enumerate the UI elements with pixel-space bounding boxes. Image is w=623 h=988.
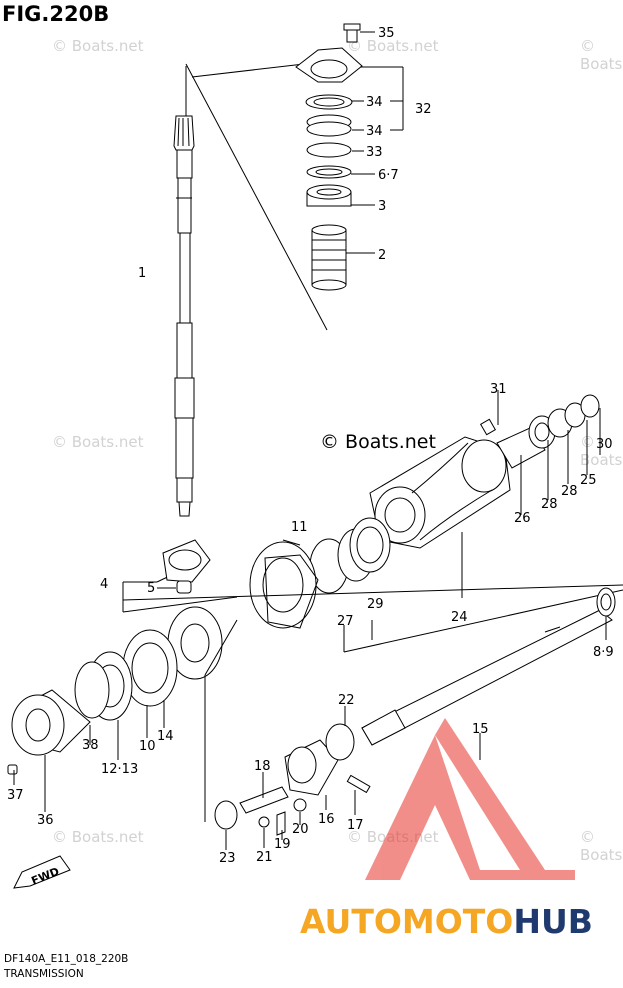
callout-label: 34 xyxy=(366,95,383,110)
callout-label: 37 xyxy=(7,788,24,803)
callout-leaders-right xyxy=(497,390,601,515)
callout-label: 6·7 xyxy=(378,168,399,183)
callout-label: 14 xyxy=(157,729,174,744)
brand-logo-icon xyxy=(365,718,575,880)
callout-label: 5 xyxy=(147,581,155,596)
watermark-center: © Boats.net xyxy=(320,431,436,453)
callout-label: 28 xyxy=(541,497,558,512)
figure-subtitle: TRANSMISSION xyxy=(4,968,84,980)
callout-leaders-bottom xyxy=(225,706,481,850)
callout-label: 28 xyxy=(561,484,578,499)
callout-label: 3 xyxy=(378,199,386,214)
callout-leaders-left xyxy=(13,619,238,822)
callout-label: 26 xyxy=(514,511,531,526)
figure-code: DF140A_E11_018_220B xyxy=(4,953,129,965)
callout-label: 11 xyxy=(291,520,308,535)
watermark: © Boats.net xyxy=(52,828,144,846)
callout-label: 1 xyxy=(138,266,146,281)
callout-label: 34 xyxy=(366,124,383,139)
assembly-lines xyxy=(122,532,623,653)
watermark: © Boats.net xyxy=(580,37,623,73)
callout-label: 2 xyxy=(378,248,386,263)
watermark: © Boats.net xyxy=(52,433,144,451)
callout-label: 22 xyxy=(338,693,355,708)
watermark: © Boats.net xyxy=(52,37,144,55)
drive-shaft xyxy=(173,115,195,517)
callout-label: 30 xyxy=(596,437,613,452)
clutch-dog xyxy=(214,723,371,836)
callout-label: 10 xyxy=(139,739,156,754)
callout-label: 38 xyxy=(82,738,99,753)
propeller-shaft xyxy=(361,587,616,746)
callout-label: 23 xyxy=(219,851,236,866)
callout-label: 27 xyxy=(337,614,354,629)
callout-label: 21 xyxy=(256,850,273,865)
callout-label: 8·9 xyxy=(593,645,614,660)
pinion-gear xyxy=(162,539,211,594)
callout-label: 25 xyxy=(580,473,597,488)
leader-lines xyxy=(185,63,328,331)
callout-label: 31 xyxy=(490,382,507,397)
callout-label: 16 xyxy=(318,812,335,827)
callout-label: 12·13 xyxy=(101,762,138,777)
watermark: © Boats.net xyxy=(347,37,439,55)
brand-part1: AUTOMOTO xyxy=(300,902,514,941)
callout-label: 33 xyxy=(366,145,383,160)
fwd-arrow-icon xyxy=(13,855,71,889)
callout-label: 17 xyxy=(347,818,364,833)
watermark: © Boats.net xyxy=(580,828,623,864)
reverse-gear xyxy=(7,606,223,775)
upper-bearing-stack xyxy=(295,23,363,291)
callout-label: 18 xyxy=(254,759,271,774)
callout-label: 36 xyxy=(37,813,54,828)
callout-label: 32 xyxy=(415,102,432,117)
callout-label: 4 xyxy=(100,577,108,592)
shaft-housing xyxy=(369,418,511,549)
callout-label: 15 xyxy=(472,722,489,737)
bearings-right xyxy=(496,394,600,469)
callout-label: 19 xyxy=(274,837,291,852)
rings-mid xyxy=(309,517,391,594)
callout-leaders-upper xyxy=(346,31,404,254)
fig-title: FIG.220B xyxy=(2,2,110,26)
callout-label: 20 xyxy=(292,822,309,837)
callout-label: 29 xyxy=(367,597,384,612)
callout-label: 24 xyxy=(451,610,468,625)
brand-wordmark: AUTOMOTOHUB xyxy=(300,902,593,941)
callout-label: 35 xyxy=(378,26,395,41)
callout-numbers: 1 2 3 6·7 33 34 34 32 35 31 30 25 28 28 … xyxy=(7,26,614,888)
brand-part2: HUB xyxy=(513,902,593,941)
forward-gear xyxy=(249,541,319,629)
